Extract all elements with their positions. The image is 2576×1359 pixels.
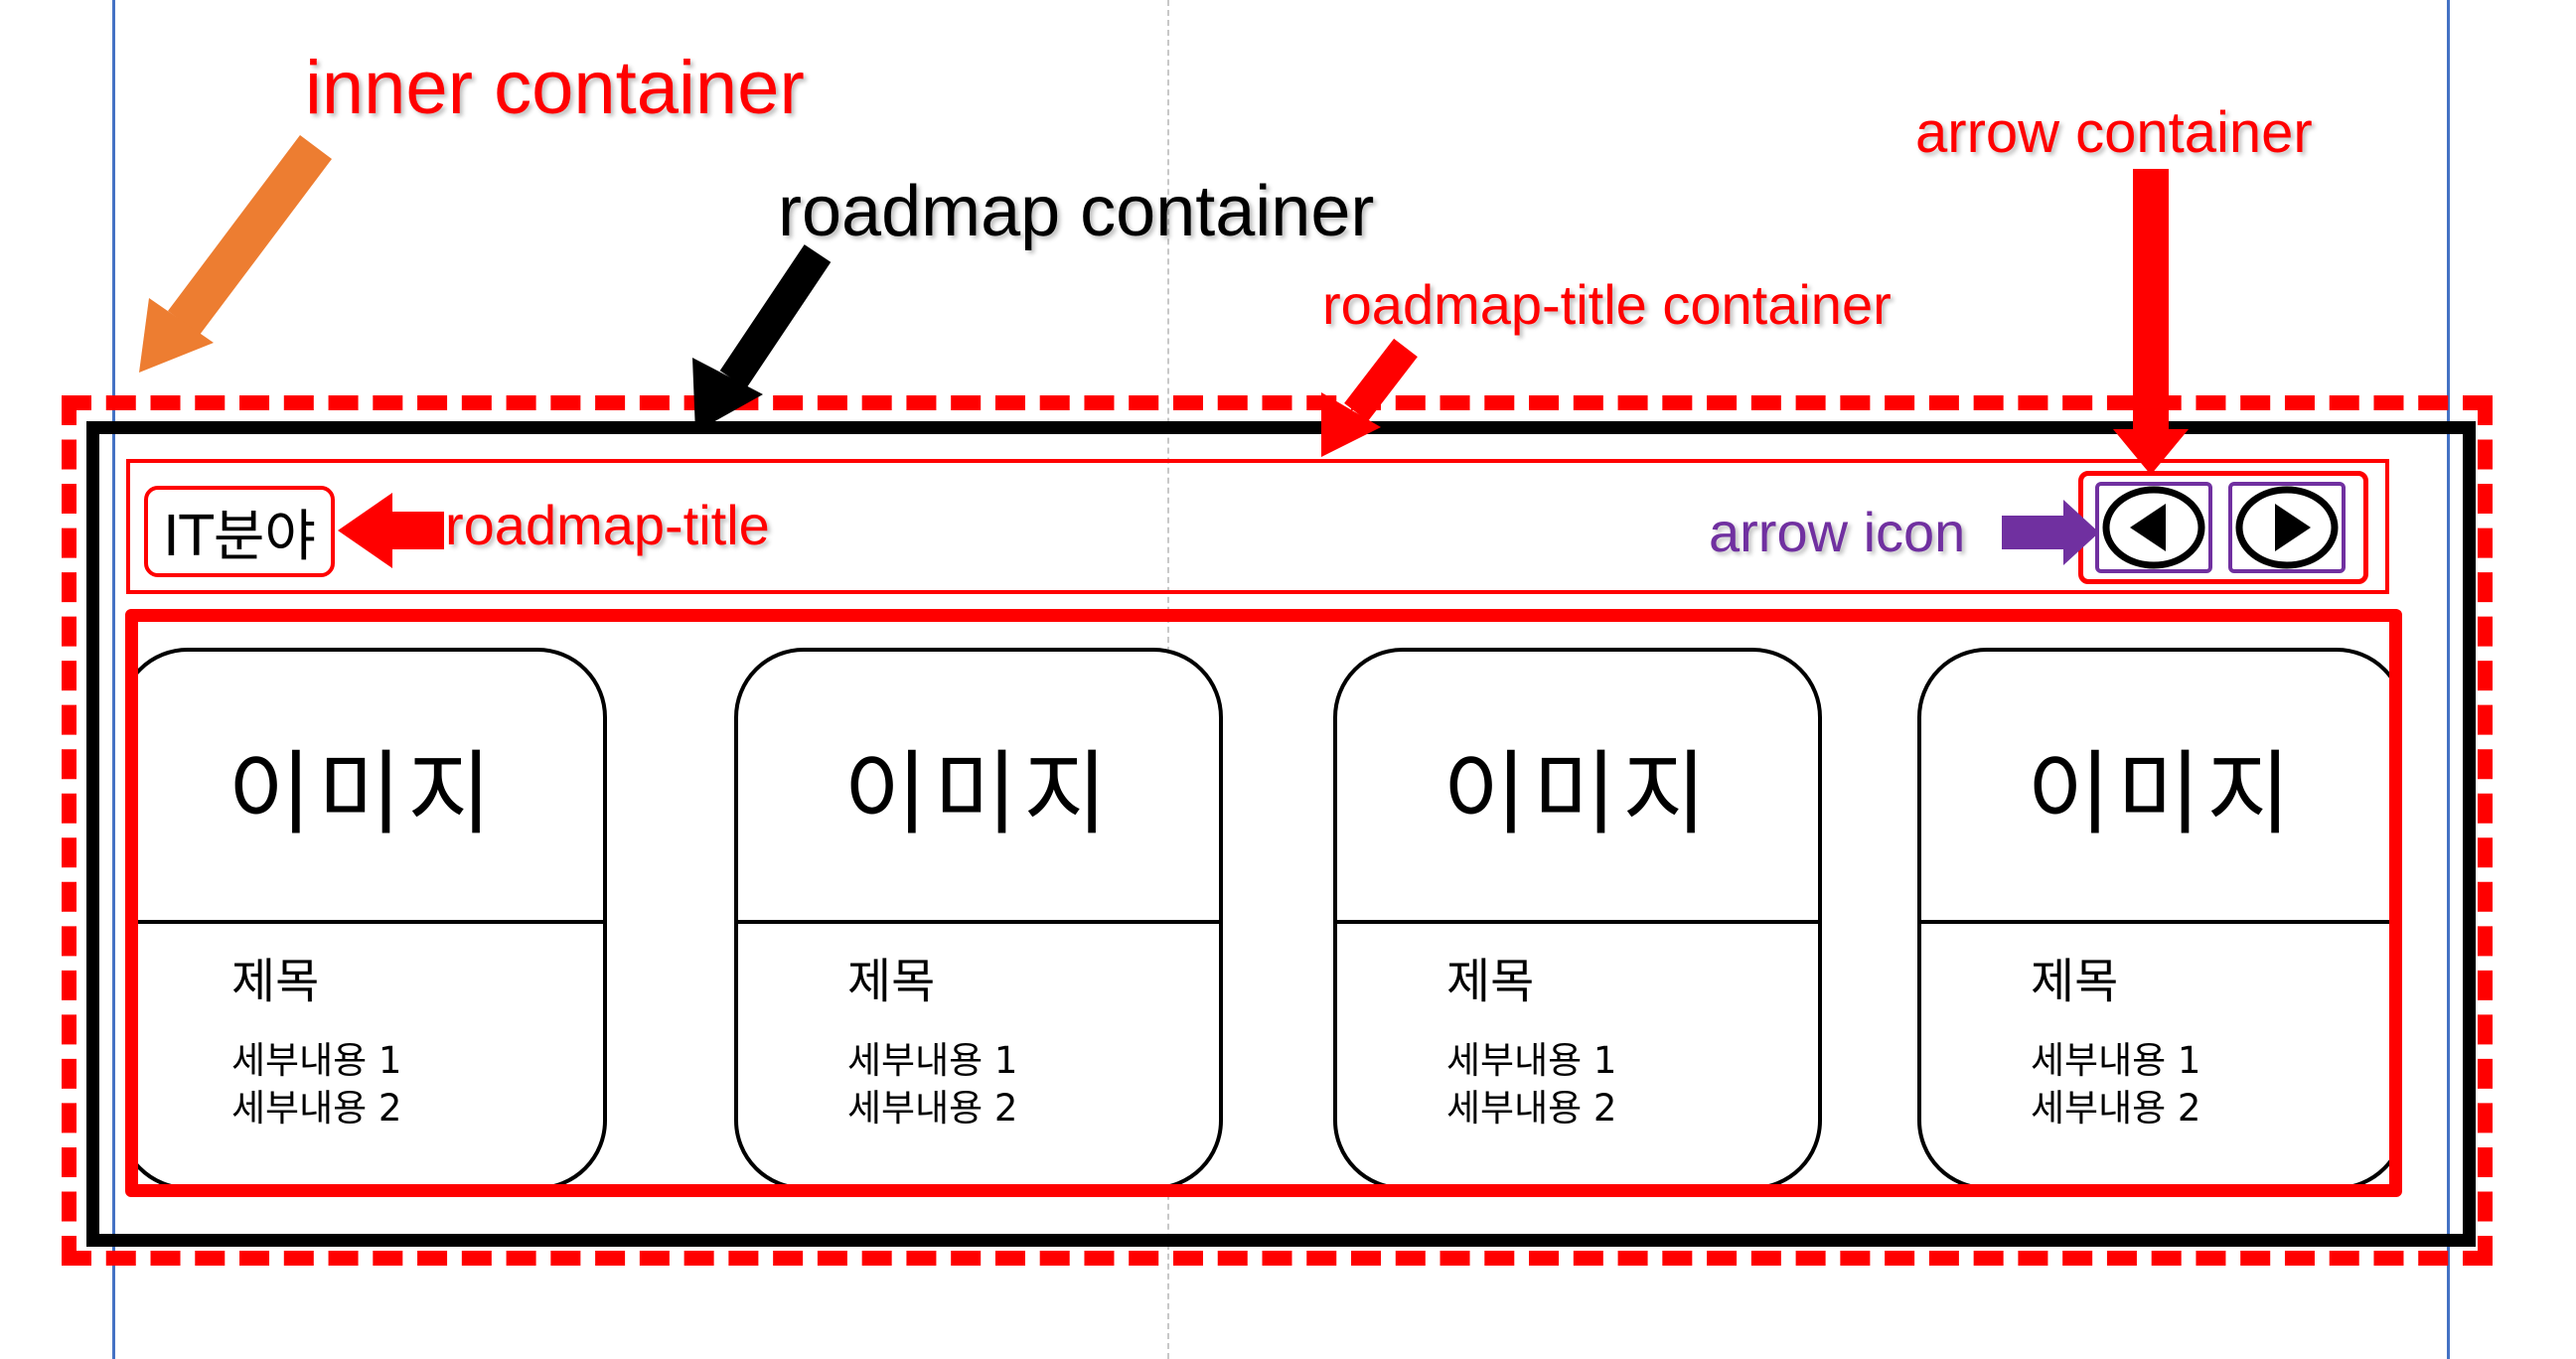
roadmap-card[interactable]: 이미지 제목 세부내용 1 세부내용 2 bbox=[138, 648, 607, 1184]
roadmap-container-label: roadmap container bbox=[778, 172, 1375, 251]
chevron-left-icon bbox=[2102, 486, 2205, 569]
card-detail: 세부내용 2 bbox=[1446, 1087, 1617, 1130]
card-title: 제목 bbox=[1446, 954, 1535, 1009]
inner-container-arrow bbox=[139, 134, 332, 373]
roadmap-title-container-arrow bbox=[1321, 338, 1418, 457]
card-detail: 세부내용 1 bbox=[2031, 1039, 2201, 1082]
card-detail: 세부내용 2 bbox=[2031, 1087, 2201, 1130]
card-detail: 세부내용 1 bbox=[231, 1039, 402, 1082]
card-detail: 세부내용 1 bbox=[1446, 1039, 1617, 1082]
roadmap-title: IT분야 bbox=[144, 486, 335, 577]
roadmap-card[interactable]: 이미지 제목 세부내용 1 세부내용 2 bbox=[1917, 648, 2389, 1184]
card-detail: 세부내용 1 bbox=[847, 1039, 1018, 1082]
card-image-placeholder: 이미지 bbox=[1921, 652, 2389, 924]
right-guide-line bbox=[2447, 0, 2450, 1359]
card-detail: 세부내용 2 bbox=[847, 1087, 1018, 1130]
arrow-icon-arrow bbox=[2002, 500, 2099, 565]
roadmap-card[interactable]: 이미지 제목 세부내용 1 세부내용 2 bbox=[1333, 648, 1822, 1184]
arrow-icon-label: arrow icon bbox=[1709, 501, 1966, 563]
arrow-container-arrow bbox=[2113, 169, 2189, 475]
card-image-placeholder: 이미지 bbox=[738, 652, 1219, 924]
roadmap-title-label: roadmap-title bbox=[445, 494, 770, 556]
roadmap-card[interactable]: 이미지 제목 세부내용 1 세부내용 2 bbox=[734, 648, 1223, 1184]
card-title: 제목 bbox=[231, 954, 320, 1009]
left-guide-line bbox=[112, 0, 115, 1359]
card-title: 제목 bbox=[2031, 954, 2119, 1009]
arrow-container-label: arrow container bbox=[1915, 100, 2313, 165]
card-image-placeholder: 이미지 bbox=[1337, 652, 1818, 924]
card-title: 제목 bbox=[847, 954, 936, 1009]
inner-container-label: inner container bbox=[305, 46, 805, 130]
roadmap-title-container-label: roadmap-title container bbox=[1322, 273, 1892, 336]
next-arrow-button[interactable] bbox=[2228, 482, 2346, 573]
prev-arrow-button[interactable] bbox=[2095, 482, 2212, 573]
roadmap-container-arrow bbox=[692, 244, 832, 432]
roadmap-cards-container: 이미지 제목 세부내용 1 세부내용 2 이미지 제목 세부내용 1 세부내용 … bbox=[125, 609, 2402, 1197]
inner-container-outline bbox=[62, 395, 2493, 1266]
roadmap-title-arrow bbox=[338, 493, 444, 568]
roadmap-container-outline bbox=[86, 421, 2476, 1247]
roadmap-title-container-outline bbox=[126, 459, 2389, 594]
card-detail: 세부내용 2 bbox=[231, 1087, 402, 1130]
chevron-right-icon bbox=[2235, 486, 2339, 569]
card-image-placeholder: 이미지 bbox=[138, 652, 603, 924]
